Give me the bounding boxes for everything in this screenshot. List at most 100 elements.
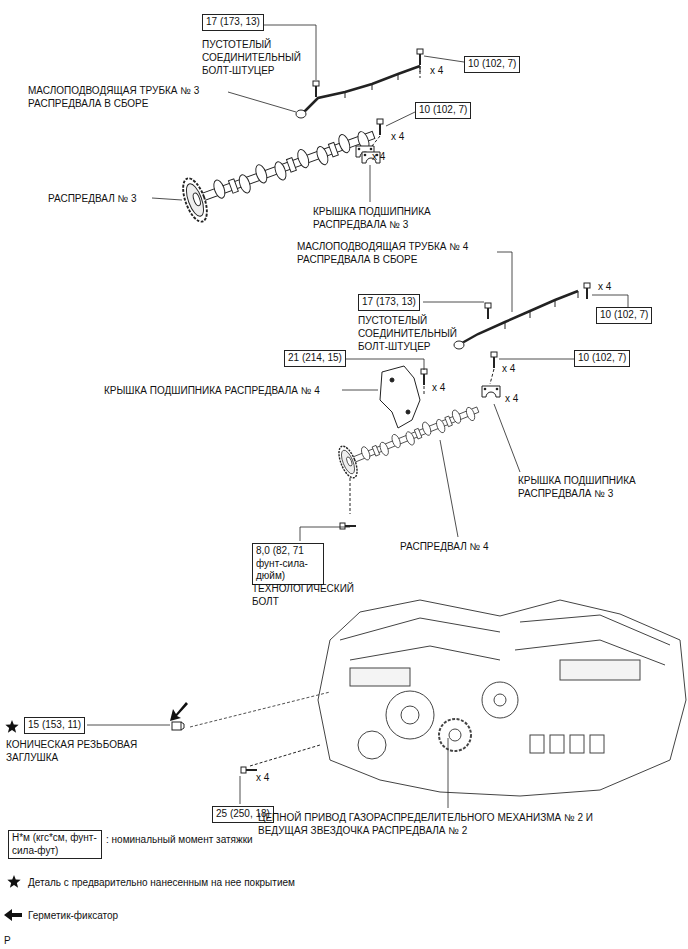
sealant-arrow: [170, 702, 188, 721]
engine: [318, 600, 686, 796]
leader-line: [300, 527, 350, 541]
legend-text: Герметик-фиксатор: [28, 910, 118, 921]
leader-line: [440, 440, 458, 537]
engine: [386, 691, 434, 739]
part-name: РАСПРЕДВАЛ № 3: [48, 192, 137, 205]
bearing-cap-4: [390, 378, 394, 382]
part-name: P: [4, 934, 11, 947]
part-name: ПУСТОТЕЛЫЙ СОЕДИНИТЕЛЬНЫЙ БОЛТ-ШТУЦЕР: [358, 314, 470, 353]
engine: [340, 615, 670, 645]
leader-line: [424, 56, 464, 62]
quantity-label: x 4: [505, 392, 518, 405]
part-name: КРЫШКА ПОДШИПНИКА РАСПРЕДВАЛА № 4: [104, 384, 320, 397]
torque-box: 17 (173, 13): [358, 294, 420, 311]
part-name: ТЕХНОЛОГИЧЕСКИЙ БОЛТ: [252, 582, 364, 608]
torque-box: 21 (214, 15): [284, 350, 346, 367]
oil-tube-3: [304, 66, 420, 112]
service-bolt: [340, 478, 356, 529]
bolt: [420, 66, 421, 78]
bearing-cap-4: [406, 410, 410, 414]
engine: [358, 731, 386, 759]
leader-line: [423, 302, 484, 303]
engine: [350, 668, 410, 686]
oil-tube-3: [345, 66, 420, 98]
bolt: [250, 745, 320, 766]
legend-entry: : номинальный момент затяжки: [106, 833, 253, 846]
bolt: [417, 49, 423, 65]
bolt: [584, 283, 590, 299]
engine: [439, 719, 471, 751]
bolt: [241, 767, 257, 773]
torque-box: Н*м (кгс*см, фунт-сила-фут): [8, 830, 102, 859]
engine: [494, 694, 506, 706]
quantity-label: x 4: [432, 381, 445, 394]
legend-arrow: [4, 909, 22, 921]
leader-line: [228, 92, 296, 112]
tapered-plug: [181, 722, 184, 730]
part-name: ПУСТОТЕЛЫЙ СОЕДИНИТЕЛЬНЫЙ БОЛТ-ШТУЦЕР: [202, 38, 314, 77]
quantity-label: x 4: [256, 771, 269, 784]
sealant-arrow: [170, 702, 188, 721]
leader-line: [592, 295, 628, 307]
torque-box: 10 (102, 7): [464, 56, 520, 73]
leader-line: [240, 776, 241, 804]
engine: [401, 706, 419, 724]
banjo-bolt: [313, 81, 319, 97]
torque-box: 15 (153, 11): [24, 717, 85, 734]
engine: [449, 729, 461, 741]
engine: [530, 735, 544, 753]
bolt: [421, 369, 427, 396]
torque-value: 21 (214, 15): [288, 352, 342, 365]
engine: [318, 600, 686, 796]
quantity-label: x 4: [598, 280, 611, 293]
quantity-label: x 4: [391, 130, 404, 143]
legend-text: : номинальный момент затяжки: [106, 834, 253, 845]
bolt: [421, 369, 427, 385]
torque-value: 10 (102, 7): [468, 58, 516, 71]
oil-tube-3: [296, 66, 420, 118]
torque-value: 17 (173, 13): [362, 296, 416, 309]
tapered-plug: [172, 722, 181, 730]
engine: [550, 735, 564, 753]
precoated-star: [5, 720, 18, 733]
bearing-cap-4: [380, 366, 420, 428]
legend-star: [7, 875, 20, 888]
part-name: КРЫШКА ПОДШИПНИКА РАСПРЕДВАЛА № 3: [313, 205, 463, 231]
bolt: [490, 369, 494, 384]
leader-line: [152, 198, 182, 200]
part-name: КРЫШКА ПОДШИПНИКА РАСПРЕДВАЛА № 3: [518, 474, 668, 500]
banjo-bolt: [485, 303, 491, 319]
part-name: МАСЛОПОДВОДЯЩАЯ ТРУБКА № 3 РАСПРЕДВАЛА В…: [28, 84, 228, 110]
legend-arrow: [4, 909, 22, 921]
torque-box: 10 (102, 7): [574, 350, 630, 367]
oil-tube-3: [296, 110, 306, 118]
bearing-cap-3: [482, 386, 500, 397]
tapered-plug: [172, 722, 184, 730]
bolt: [491, 352, 497, 368]
legend-entry: Деталь с предварительно нанесенным на не…: [28, 876, 295, 889]
leader-line: [499, 359, 574, 360]
bolt: [241, 745, 320, 773]
legend-star: [7, 875, 20, 888]
bearing-cap-3: [482, 386, 500, 397]
precoated-star: [5, 720, 18, 733]
quantity-label: x 4: [430, 64, 443, 77]
bolt: [424, 386, 425, 396]
bolt: [490, 352, 497, 384]
legend-entry: Герметик-фиксатор: [28, 909, 118, 922]
torque-box: 8,0 (82, 71 фунт-сила-дюйм): [252, 543, 324, 585]
leader-line: [342, 390, 378, 391]
part-name: ЦЕПНОЙ ПРИВОД ГАЗОРАСПРЕДЕЛИТЕЛЬНОГО МЕХ…: [258, 811, 618, 837]
bolt: [377, 119, 383, 135]
torque-box: 17 (173, 13): [202, 14, 264, 31]
service-bolt: [350, 478, 351, 514]
leader-line: [346, 359, 424, 370]
engine: [560, 660, 640, 680]
leader-line: [370, 165, 371, 202]
torque-value: 10 (102, 7): [600, 309, 648, 322]
leader-line: [448, 738, 449, 808]
leader-line: [87, 25, 628, 808]
engine: [590, 735, 604, 753]
torque-value: 8,0 (82, 71 фунт-сила-дюйм): [256, 545, 320, 583]
